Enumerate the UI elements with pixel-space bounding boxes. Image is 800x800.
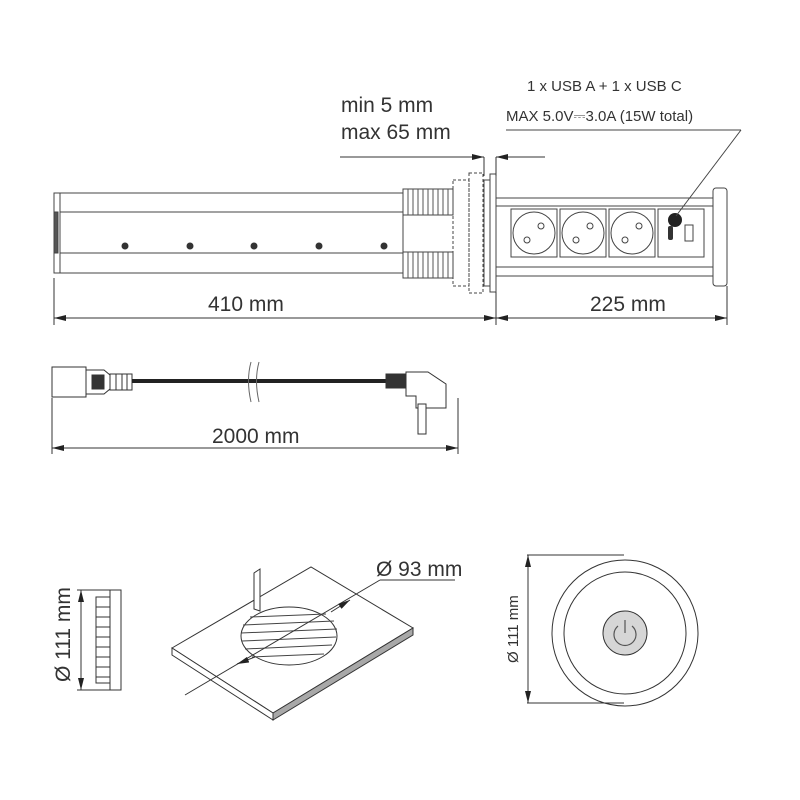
top-view: [525, 554, 699, 707]
thickness-max-label: max 65 mm: [341, 121, 451, 144]
body-length-label: 410 mm: [208, 293, 284, 316]
cutout-diameter-label: Ø 93 mm: [376, 558, 463, 581]
pop-up-socket-side-view: [53, 172, 728, 294]
usb-spec-voltage: MAX 5.0V: [506, 108, 574, 125]
socket-length-label: 225 mm: [590, 293, 666, 316]
worktop-cutout: [171, 566, 455, 721]
dc-symbol-icon: ⎓: [573, 108, 586, 125]
cable-length-label: 2000 mm: [212, 425, 300, 448]
schuko-socket-1: [510, 208, 558, 258]
usb-module: [657, 208, 705, 258]
thickness-min-label: min 5 mm: [341, 94, 434, 117]
side-diameter-label: Ø 111 mm: [52, 587, 75, 682]
schuko-socket-2: [559, 208, 607, 258]
power-icon: [613, 620, 637, 647]
schuko-socket-3: [608, 208, 656, 258]
power-cable: [51, 361, 459, 454]
flange-side-view: [77, 589, 122, 691]
usb-spec-line2: MAX 5.0V⎓3.0A (15W total): [506, 108, 693, 125]
usb-spec-current: 3.0A (15W total): [585, 108, 694, 125]
screw-icons: [121, 242, 388, 250]
top-diameter-label: Ø 111 mm: [505, 595, 522, 663]
thickness-dimension: [340, 154, 545, 176]
usb-a-port-icon: [684, 224, 694, 242]
usb-c-port-icon: [668, 226, 673, 240]
length-dimensions: [53, 278, 728, 325]
usb-spec-line1: 1 x USB A + 1 x USB C: [527, 78, 682, 95]
